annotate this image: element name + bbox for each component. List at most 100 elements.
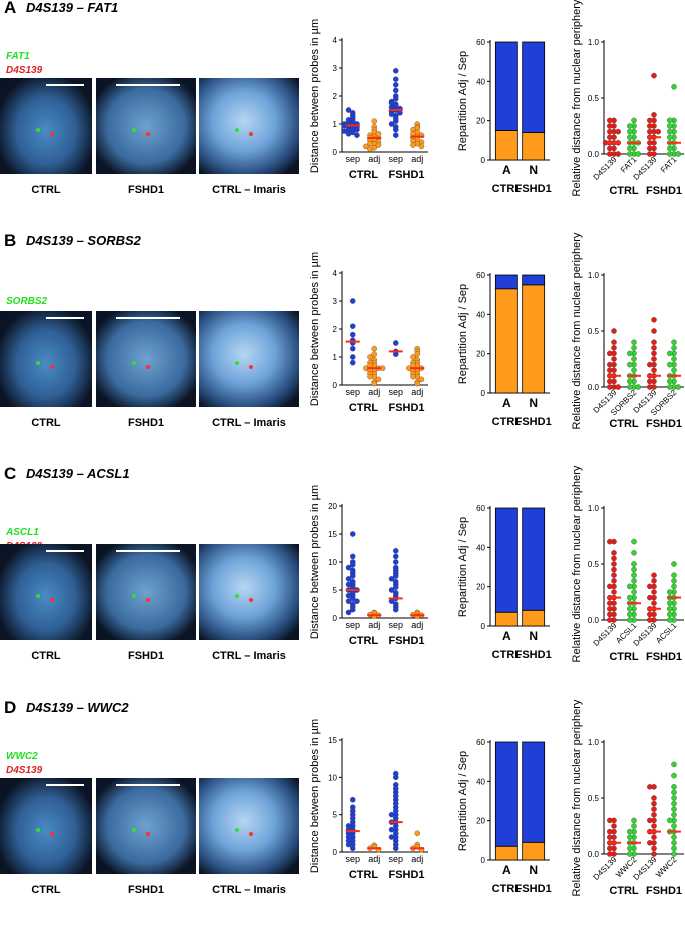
data-point [631,550,637,556]
data-point [627,378,633,385]
data-point [611,356,617,362]
data-point [631,572,637,578]
y-tick-label: 1.0 [588,738,600,747]
panel-title: D4S139 – ACSL1 [26,466,130,481]
data-point [607,611,613,618]
y-tick-label: 40 [476,77,485,86]
data-point [667,617,673,623]
y-tick-label: 2 [333,92,338,101]
micrograph-image [96,311,196,407]
category-label: A [502,163,511,177]
bar-segment [522,507,546,611]
probe-spot [248,132,253,136]
probe-spot [248,598,253,602]
image-label: CTRL – Imaris [212,650,286,662]
group-label: FSHD1 [646,885,682,897]
data-point [607,361,613,368]
data-point [671,823,677,829]
y-tick-label: 0 [481,856,486,865]
data-point [671,795,677,801]
data-point [611,339,617,345]
group-label: FSHD1 [646,185,682,197]
y-axis-label: Relative distance from nuclear periphery [571,465,583,662]
data-point [388,826,395,833]
data-point [651,328,657,334]
data-point [627,611,633,618]
data-point [627,384,633,390]
micrograph-image [0,544,92,640]
probe-green-label: FAT1 [6,51,30,62]
data-point [627,145,633,152]
imaris-rendering-image [199,544,299,640]
bar-segment [522,41,546,133]
data-point [607,606,613,612]
data-point [607,538,613,545]
data-point [651,317,657,323]
y-tick-label: 0.5 [588,327,600,336]
data-point [667,145,673,152]
data-point [607,128,613,135]
data-point [392,82,399,88]
image-label: FSHD1 [127,884,165,896]
data-point [611,566,617,573]
bar-segment [494,41,518,131]
data-point [651,845,657,852]
data-point [607,845,613,852]
data-point [349,331,356,338]
x-tick-label: sep [388,854,403,864]
probe-spot [49,832,54,836]
data-point [671,339,677,345]
data-point [635,384,641,390]
image-label: FSHD1 [127,650,165,662]
data-point [607,851,613,857]
data-point [388,834,395,840]
image-label: CTRL [31,184,61,196]
probe-spot [36,593,40,598]
y-tick-label: 5 [333,811,338,820]
x-tick-label: sep [388,387,403,397]
data-point [392,118,399,124]
data-point [671,772,677,779]
y-tick-label: 0 [481,389,486,398]
data-point [371,351,377,357]
data-point [367,146,373,152]
data-point [354,132,360,138]
data-point [607,350,613,357]
data-point [671,561,677,567]
data-point [671,367,677,373]
data-point [607,123,613,129]
probe-spot [235,127,239,132]
bar-segment [494,845,518,861]
panel-title: D4S139 – FAT1 [26,0,119,15]
data-point [371,118,377,124]
data-point [651,350,657,357]
group-label: FSHD1 [646,418,682,430]
data-point [667,606,673,612]
data-point [392,76,399,82]
data-point [631,117,637,124]
data-point [667,600,673,606]
group-label: FSHD1 [516,883,552,895]
group-label: CTRL [609,885,639,897]
data-point [349,796,356,803]
data-point [392,584,399,590]
data-point [611,345,617,351]
data-point [392,553,399,560]
category-label: N [529,629,538,643]
data-point [635,151,641,157]
y-tick-label: 10 [328,558,337,567]
data-point [667,128,673,135]
data-point [671,345,677,351]
scale-bar [46,317,84,319]
y-axis-label: Repartition Adj / Sep [457,517,469,617]
image-label: CTRL – Imaris [212,417,286,429]
y-tick-label: 20 [476,583,485,592]
data-point [607,600,613,606]
data-point [367,140,373,147]
y-axis-label: Relative distance from nuclear periphery [571,0,583,196]
probe-spot [49,365,54,369]
